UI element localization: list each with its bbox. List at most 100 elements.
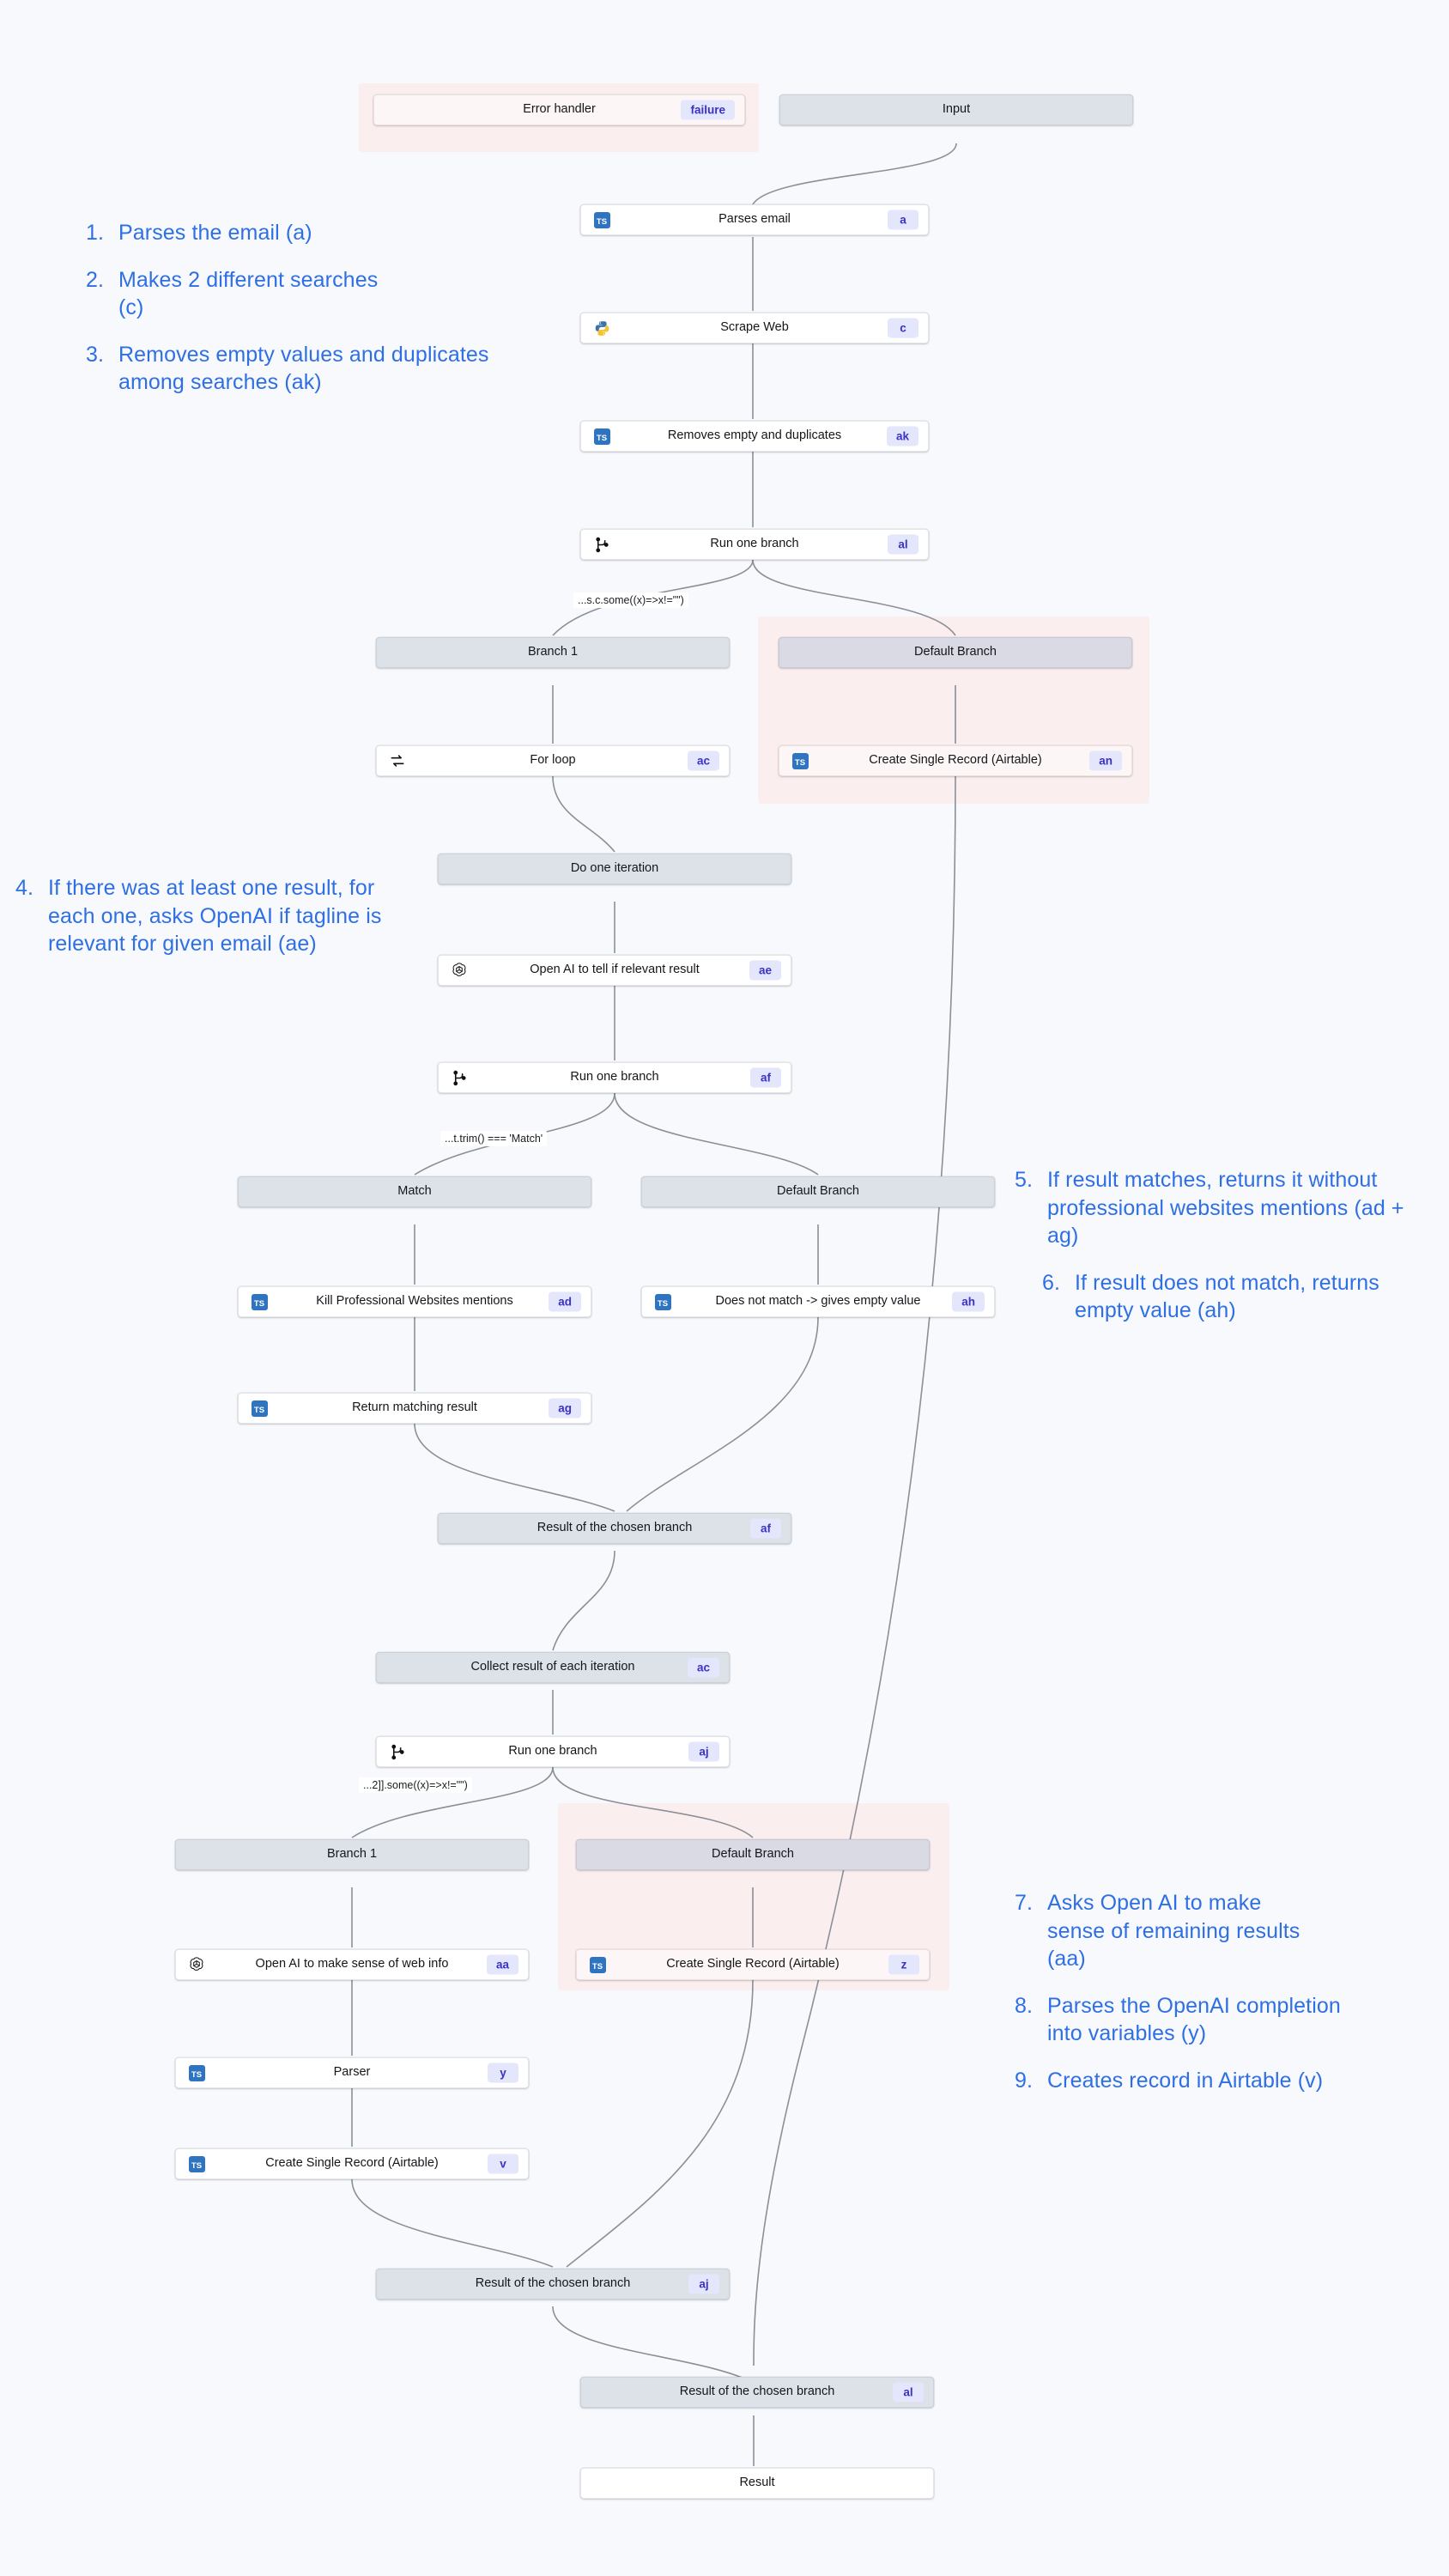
node-tag: aj xyxy=(688,2274,719,2294)
annotation-number: 8. xyxy=(1015,1993,1034,2018)
node-tag: af xyxy=(750,1518,781,1539)
node-removes-empty-duplicates[interactable]: TS Removes empty and duplicates ak xyxy=(580,421,929,452)
node-tag: an xyxy=(1089,750,1122,771)
git-branch-icon xyxy=(450,1068,469,1087)
node-result-chosen-branch-aj[interactable]: Result of the chosen branch aj xyxy=(376,2269,730,2300)
node-label: Branch 1 xyxy=(326,1847,378,1862)
node-tag: c xyxy=(888,318,919,338)
node-tag: ad xyxy=(549,1291,581,1312)
edge-condition-mid: ...t.trim() === 'Match' xyxy=(440,1131,548,1146)
node-error-handler[interactable]: Error handler failure xyxy=(373,94,745,125)
node-run-one-branch-aj[interactable]: Run one branch aj xyxy=(376,1736,730,1767)
typescript-icon: TS xyxy=(592,210,611,229)
node-does-not-match[interactable]: TS Does not match -> gives empty value a… xyxy=(641,1286,995,1317)
annotation-item-3: 3. Removes empty values and duplicates a… xyxy=(86,341,498,397)
annotation-text: Parses the email (a) xyxy=(118,221,312,245)
node-openai-make-sense-web-info[interactable]: Open AI to make sense of web info aa xyxy=(175,1949,529,1980)
annotation-number: 2. xyxy=(86,267,105,292)
node-tag: ae xyxy=(749,960,781,981)
annotation-text: Makes 2 different searches (c) xyxy=(118,267,379,320)
annotation-group-left-top: 1. Parses the email (a) 2. Makes 2 diffe… xyxy=(86,219,515,397)
node-label: Error handler xyxy=(523,102,596,117)
node-label: Result of the chosen branch xyxy=(537,1521,693,1535)
annotation-text: If there was at least one result, for ea… xyxy=(48,876,382,956)
node-parses-email[interactable]: TS Parses email a xyxy=(580,204,929,235)
node-result[interactable]: Result xyxy=(580,2468,934,2499)
node-openai-relevant-result[interactable]: Open AI to tell if relevant result ae xyxy=(438,955,791,986)
node-label: Create Single Record (Airtable) xyxy=(265,2156,439,2171)
node-create-single-record-an[interactable]: TS Create Single Record (Airtable) an xyxy=(779,745,1132,776)
node-collect-result-each-iteration[interactable]: Collect result of each iteration ac xyxy=(376,1652,730,1683)
node-scrape-web[interactable]: Scrape Web c xyxy=(580,313,929,343)
typescript-icon: TS xyxy=(791,751,809,770)
node-label: Default Branch xyxy=(914,645,997,659)
node-tag: y xyxy=(488,2063,518,2083)
annotation-item-7: 7. Asks Open AI to make sense of remaini… xyxy=(1015,1889,1307,1973)
node-kill-professional-websites[interactable]: TS Kill Professional Websites mentions a… xyxy=(238,1286,591,1317)
annotation-item-9: 9. Creates record in Airtable (v) xyxy=(1015,2067,1324,2095)
node-label: Run one branch xyxy=(710,537,799,551)
annotation-item-8: 8. Parses the OpenAI completion into var… xyxy=(1015,1992,1375,2048)
node-tag: ak xyxy=(886,426,919,447)
node-parser[interactable]: TS Parser y xyxy=(175,2057,529,2088)
typescript-icon: TS xyxy=(187,2154,206,2173)
node-label: Open AI to tell if relevant result xyxy=(530,963,700,977)
node-default-branch-bottom[interactable]: Default Branch xyxy=(576,1839,930,1870)
openai-icon xyxy=(187,1955,206,1974)
annotation-text: Asks Open AI to make sense of remaining … xyxy=(1047,1891,1300,1971)
node-label: Scrape Web xyxy=(720,320,789,335)
node-tag: aj xyxy=(688,1741,719,1762)
node-match-branch[interactable]: Match xyxy=(238,1176,591,1207)
node-default-branch-mid[interactable]: Default Branch xyxy=(641,1176,995,1207)
node-return-matching-result[interactable]: TS Return matching result ag xyxy=(238,1393,591,1424)
typescript-icon: TS xyxy=(250,1292,269,1311)
annotation-group-right-mid: 5. If result matches, returns it without… xyxy=(1015,1166,1427,1325)
git-branch-icon xyxy=(592,535,611,554)
node-result-chosen-branch-af[interactable]: Result of the chosen branch af xyxy=(438,1513,791,1544)
annotation-number: 1. xyxy=(86,221,105,245)
typescript-icon: TS xyxy=(592,427,611,446)
node-label: Result of the chosen branch xyxy=(679,2385,835,2399)
node-result-chosen-branch-al[interactable]: Result of the chosen branch al xyxy=(580,2377,934,2408)
node-label: Parser xyxy=(333,2065,371,2080)
edge-condition-bottom: ...2]].some((x)=>x!="") xyxy=(359,1777,472,1793)
annotation-text: Removes empty values and duplicates amon… xyxy=(118,342,489,395)
node-label: Default Branch xyxy=(777,1184,859,1199)
annotation-text: Creates record in Airtable (v) xyxy=(1047,2068,1324,2093)
node-create-single-record-v[interactable]: TS Create Single Record (Airtable) v xyxy=(175,2148,529,2179)
annotation-group-left-mid: 4. If there was at least one result, for… xyxy=(15,874,410,958)
node-tag: ac xyxy=(687,1657,719,1678)
git-branch-icon xyxy=(388,1742,407,1761)
node-label: Result xyxy=(739,2476,775,2490)
node-run-one-branch-af[interactable]: Run one branch af xyxy=(438,1062,791,1093)
annotation-number: 4. xyxy=(15,876,34,900)
node-label: Parses email xyxy=(718,212,791,227)
node-branch-1-bottom[interactable]: Branch 1 xyxy=(175,1839,529,1870)
annotation-text: If result does not match, returns empty … xyxy=(1075,1270,1379,1323)
typescript-icon: TS xyxy=(187,2063,206,2082)
node-label: Run one branch xyxy=(570,1070,659,1084)
node-do-one-iteration[interactable]: Do one iteration xyxy=(438,854,791,884)
node-for-loop[interactable]: For loop ac xyxy=(376,745,730,776)
node-create-single-record-z[interactable]: TS Create Single Record (Airtable) z xyxy=(576,1949,930,1980)
node-branch-1-top[interactable]: Branch 1 xyxy=(376,637,730,668)
openai-icon xyxy=(450,961,469,980)
node-tag: al xyxy=(888,534,919,555)
node-tag: al xyxy=(893,2382,924,2403)
annotation-text: If result matches, returns it without pr… xyxy=(1047,1168,1404,1248)
node-label: For loop xyxy=(530,753,576,768)
node-label: Input xyxy=(942,102,971,117)
typescript-icon: TS xyxy=(250,1399,269,1418)
node-label: Removes empty and duplicates xyxy=(667,428,842,443)
node-input[interactable]: Input xyxy=(779,94,1133,125)
node-label: Create Single Record (Airtable) xyxy=(869,753,1042,768)
typescript-icon: TS xyxy=(588,1955,607,1974)
annotation-item-2: 2. Makes 2 different searches (c) xyxy=(86,266,395,322)
node-tag: ah xyxy=(952,1291,985,1312)
node-default-branch-top[interactable]: Default Branch xyxy=(779,637,1132,668)
annotation-number: 6. xyxy=(1042,1270,1061,1295)
annotation-number: 3. xyxy=(86,342,105,367)
node-label: Do one iteration xyxy=(570,861,659,876)
node-label: Match xyxy=(397,1184,432,1199)
node-run-one-branch-al[interactable]: Run one branch al xyxy=(580,529,929,560)
